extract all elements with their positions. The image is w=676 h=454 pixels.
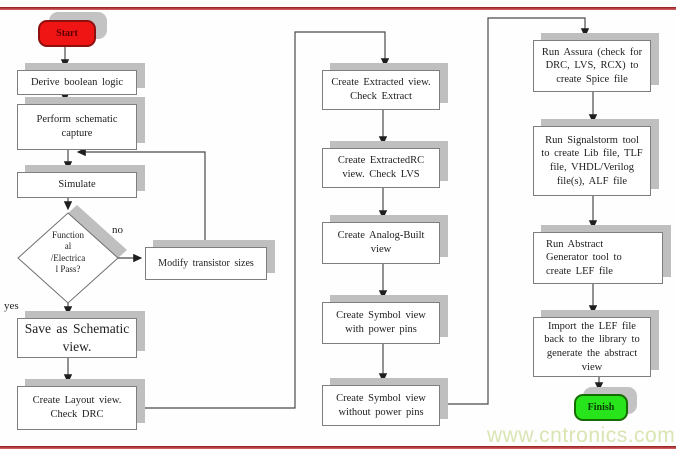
node-create-extracted-view: Create Extracted view. Check Extract [322, 70, 440, 110]
node-derive-boolean-logic: Derive boolean logic [17, 70, 137, 95]
node-decision-label: Function al /Electrica l Pass? [50, 230, 86, 274]
node-create-analog-built-view: Create Analog-Built view [322, 222, 440, 264]
node-create-extractedrc-view: Create ExtractedRC view. Check LVS [322, 148, 440, 188]
edge-modify-feedback [76, 147, 206, 246]
edge-label-no: no [112, 224, 123, 236]
node-simulate: Simulate [17, 172, 137, 198]
watermark-text: www.cntronics.com [487, 424, 676, 447]
node-symbol-view-with-power-pins: Create Symbol view with power pins [322, 302, 440, 344]
node-finish: Finish [574, 394, 628, 421]
edge-symbolwithout-assura [438, 17, 590, 405]
node-run-signalstorm: Run Signalstorm tool to create Lib file,… [533, 126, 651, 196]
node-import-lef-file: Import the LEF file back to the library … [533, 317, 651, 377]
top-red-rule [0, 7, 676, 10]
node-perform-schematic-capture: Perform schematic capture [17, 104, 137, 150]
node-create-layout-view: Create Layout view. Check DRC [17, 386, 137, 430]
bottom-red-rule [0, 446, 676, 449]
node-save-schematic-view: Save as Schematic view. [17, 318, 137, 358]
edge-label-yes: yes [4, 300, 19, 312]
node-run-assura: Run Assura (check for DRC, LVS, RCX) to … [533, 40, 651, 92]
edge-layout-extract [135, 31, 390, 409]
node-modify-transistor-sizes: Modify transistor sizes [145, 247, 267, 280]
node-symbol-view-without-power-pins: Create Symbol view without power pins [322, 385, 440, 426]
node-start: Start [38, 20, 96, 47]
node-run-abstract-generator: Run Abstract Generator tool to create LE… [533, 232, 663, 284]
